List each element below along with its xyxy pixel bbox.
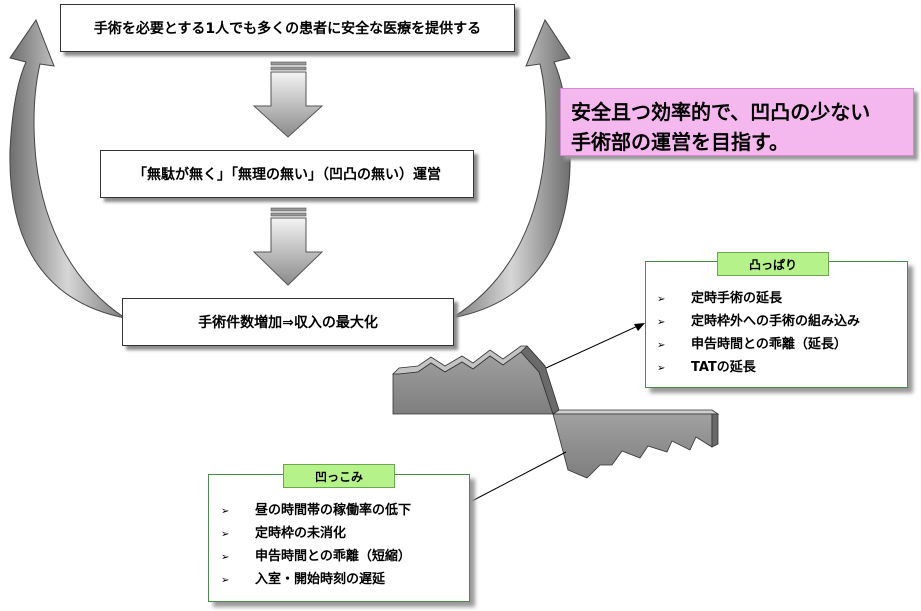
flow-step-3-text: 手術件数増加⇒収入の最大化 xyxy=(198,315,378,331)
flow-step-2: 「無駄が無く」「無理の無い」（凹凸の無い）運営 xyxy=(100,150,474,198)
bullet-arrow-icon: ➢ xyxy=(657,317,666,328)
bullet-arrow-icon: ➢ xyxy=(221,575,230,586)
list-item: ➢申告時間との乖離（短縮） xyxy=(221,545,411,568)
peak-connector xyxy=(545,323,645,369)
goal-line-1: 安全且つ効率的で、凹凸の少ない xyxy=(571,100,871,124)
list-item: ➢昼の時間帯の稼働率の低下 xyxy=(221,499,411,522)
peak-panel xyxy=(645,261,908,388)
goal-callout: 安全且つ効率的で、凹凸の少ない 手術部の運営を目指す。 xyxy=(560,88,914,156)
trough-connector xyxy=(469,451,567,503)
bullet-arrow-icon: ➢ xyxy=(221,552,230,563)
trough-list: ➢昼の時間帯の稼働率の低下 ➢定時枠の未消化 ➢申告時間との乖離（短縮） ➢入室… xyxy=(221,499,411,591)
flow-step-1: 手術を必要とする1人でも多くの患者に安全な医療を提供する xyxy=(60,4,515,52)
peak-panel-title: 凸っぱり xyxy=(717,252,829,276)
goal-line-2: 手術部の運営を目指す。 xyxy=(571,130,789,154)
bullet-arrow-icon: ➢ xyxy=(221,529,230,540)
down-arrow-1 xyxy=(252,61,324,138)
peaks-shape xyxy=(392,345,560,415)
list-item: ➢入室・開始時刻の遅延 xyxy=(221,568,411,591)
bullet-arrow-icon: ➢ xyxy=(657,363,666,374)
peak-list: ➢定時手術の延長 ➢定時枠外への手術の組み込み ➢申告時間との乖離（延長） ➢T… xyxy=(657,287,860,379)
list-item: ➢定時枠の未消化 xyxy=(221,522,411,545)
list-item: ➢定時枠外への手術の組み込み xyxy=(657,310,860,333)
flow-step-2-text: 「無駄が無く」「無理の無い」（凹凸の無い）運営 xyxy=(133,167,441,183)
down-arrow-2 xyxy=(252,207,324,286)
left-cycle-arrow xyxy=(9,18,126,319)
trough-panel xyxy=(208,474,470,602)
flow-step-3: 手術件数増加⇒収入の最大化 xyxy=(122,298,454,346)
bullet-arrow-icon: ➢ xyxy=(657,294,666,305)
right-cycle-arrow xyxy=(451,18,571,319)
bullet-arrow-icon: ➢ xyxy=(221,506,230,517)
list-item: ➢定時手術の延長 xyxy=(657,287,860,310)
trough-panel-title: 凹っこみ xyxy=(283,464,395,488)
list-item: ➢申告時間との乖離（延長） xyxy=(657,333,860,356)
bullet-arrow-icon: ➢ xyxy=(657,340,666,351)
trough-shape xyxy=(551,409,720,479)
list-item: ➢TATの延長 xyxy=(657,356,860,379)
flow-step-1-text: 手術を必要とする1人でも多くの患者に安全な医療を提供する xyxy=(93,21,482,37)
